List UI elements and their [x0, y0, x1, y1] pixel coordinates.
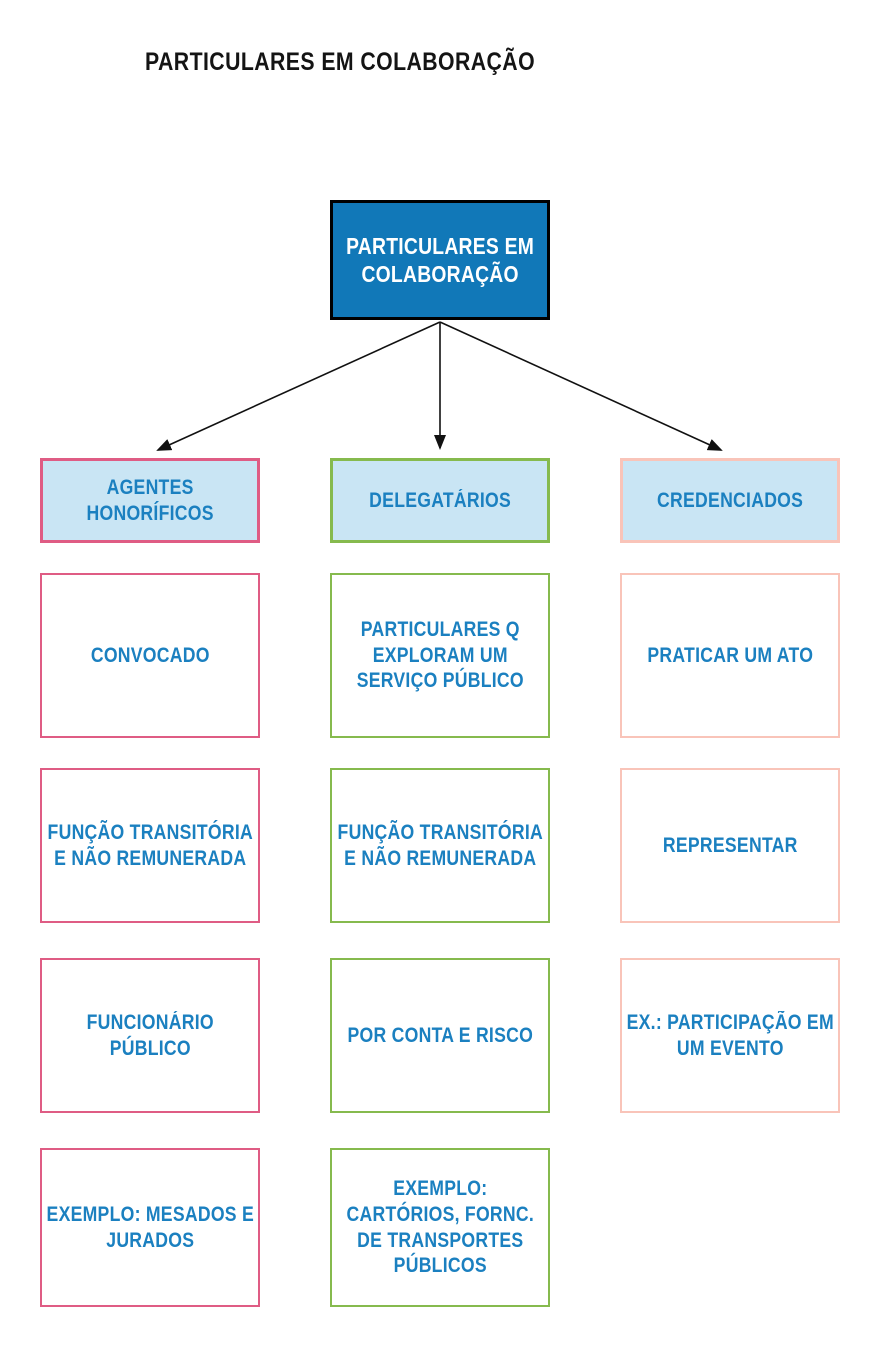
- node-label: EXEMPLO: CARTÓRIOS, FORNC. DE TRANSPORTE…: [346, 1177, 534, 1278]
- node-label: PARTICULARES Q EXPLORAM UM SERVIÇO PÚBLI…: [356, 618, 524, 693]
- node-representar: REPRESENTAR: [620, 768, 840, 923]
- node-praticar-um-ato: PRATICAR UM ATO: [620, 573, 840, 738]
- header-label: AGENTES HONORÍFICOS: [86, 475, 214, 525]
- node-por-conta-e-risco: POR CONTA E RISCO: [330, 958, 550, 1113]
- node-label: EX.: PARTICIPAÇÃO EM UM EVENTO: [626, 1010, 834, 1060]
- node-label: REPRESENTAR: [662, 833, 798, 857]
- node-exemplo-cartorios: EXEMPLO: CARTÓRIOS, FORNC. DE TRANSPORTE…: [330, 1148, 550, 1307]
- node-label: FUNÇÃO TRANSITÓRIA E NÃO REMUNERADA: [337, 820, 543, 870]
- node-label: EXEMPLO: MESADOS E JURADOS: [46, 1202, 254, 1252]
- arrow-to-agentes: [156, 321, 441, 451]
- root-node-label: PARTICULARES EM COLABORAÇÃO: [345, 232, 535, 287]
- node-funcionario-publico: FUNCIONÁRIO PÚBLICO: [40, 958, 260, 1113]
- header-delegatarios: DELEGATÁRIOS: [330, 458, 550, 543]
- node-convocado: CONVOCADO: [40, 573, 260, 738]
- header-credenciados: CREDENCIADOS: [620, 458, 840, 543]
- node-label: PRATICAR UM ATO: [647, 643, 813, 667]
- node-ex-participacao-evento: EX.: PARTICIPAÇÃO EM UM EVENTO: [620, 958, 840, 1113]
- node-particulares-exploram-servico: PARTICULARES Q EXPLORAM UM SERVIÇO PÚBLI…: [330, 573, 550, 738]
- node-label: FUNÇÃO TRANSITÓRIA E NÃO REMUNERADA: [47, 820, 253, 870]
- header-label: DELEGATÁRIOS: [369, 488, 511, 512]
- node-funcao-transitoria-delegatarios: FUNÇÃO TRANSITÓRIA E NÃO REMUNERADA: [330, 768, 550, 923]
- page-title: PARTICULARES EM COLABORAÇÃO: [145, 48, 536, 76]
- node-label: POR CONTA E RISCO: [347, 1023, 533, 1047]
- header-label: CREDENCIADOS: [656, 488, 804, 512]
- node-label: FUNCIONÁRIO PÚBLICO: [86, 1010, 214, 1060]
- node-label: CONVOCADO: [90, 643, 210, 667]
- node-funcao-transitoria-agentes: FUNÇÃO TRANSITÓRIA E NÃO REMUNERADA: [40, 768, 260, 923]
- node-exemplo-mesados-jurados: EXEMPLO: MESADOS E JURADOS: [40, 1148, 260, 1307]
- arrow-to-credenciados: [439, 321, 723, 451]
- header-agentes-honorificos: AGENTES HONORÍFICOS: [40, 458, 260, 543]
- root-node: PARTICULARES EM COLABORAÇÃO: [330, 200, 550, 320]
